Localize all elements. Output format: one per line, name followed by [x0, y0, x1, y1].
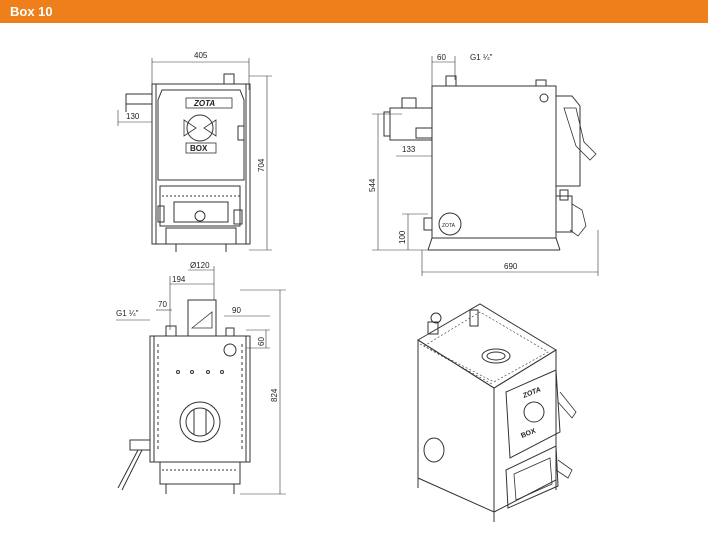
- side-connection-label: G1 ¼": [470, 53, 493, 62]
- back-right-height-dim: 60: [257, 337, 266, 346]
- side-height-dim: 544: [368, 178, 377, 192]
- front-panel-name: BOX: [190, 144, 208, 153]
- side-top-offset-dim: 60: [437, 53, 446, 62]
- back-flue-diameter-dim: Ø120: [190, 261, 210, 270]
- front-height-dim: 704: [257, 158, 266, 172]
- iso-panel-name: BOX: [520, 428, 537, 440]
- back-height-dim: 824: [270, 388, 279, 402]
- back-left-offset-dim: 70: [158, 300, 167, 309]
- iso-view: [417, 303, 577, 522]
- front-offset-dim: 130: [126, 112, 140, 121]
- back-connection-label: G1 ¼": [116, 309, 139, 318]
- header-bar: Box 10: [0, 0, 708, 23]
- back-flue-offset-dim: 194: [172, 275, 186, 284]
- page-title: Box 10: [10, 4, 53, 19]
- side-view: [372, 56, 599, 276]
- front-width-dim: 405: [194, 51, 208, 60]
- back-view: [116, 266, 286, 495]
- iso-logo: ZOTA: [521, 386, 542, 400]
- side-bottom-dim: 100: [398, 230, 407, 244]
- side-depth-dim: 690: [504, 262, 518, 271]
- side-flue-offset-dim: 133: [402, 145, 416, 154]
- front-view: [117, 58, 272, 252]
- back-right-offset-dim: 90: [232, 306, 241, 315]
- technical-drawing: 405 704 130 ZOTA BOX 60 G1 ¼" 544 133 10…: [116, 51, 599, 522]
- front-logo: ZOTA: [193, 99, 215, 108]
- side-badge: ZOTA: [442, 223, 456, 229]
